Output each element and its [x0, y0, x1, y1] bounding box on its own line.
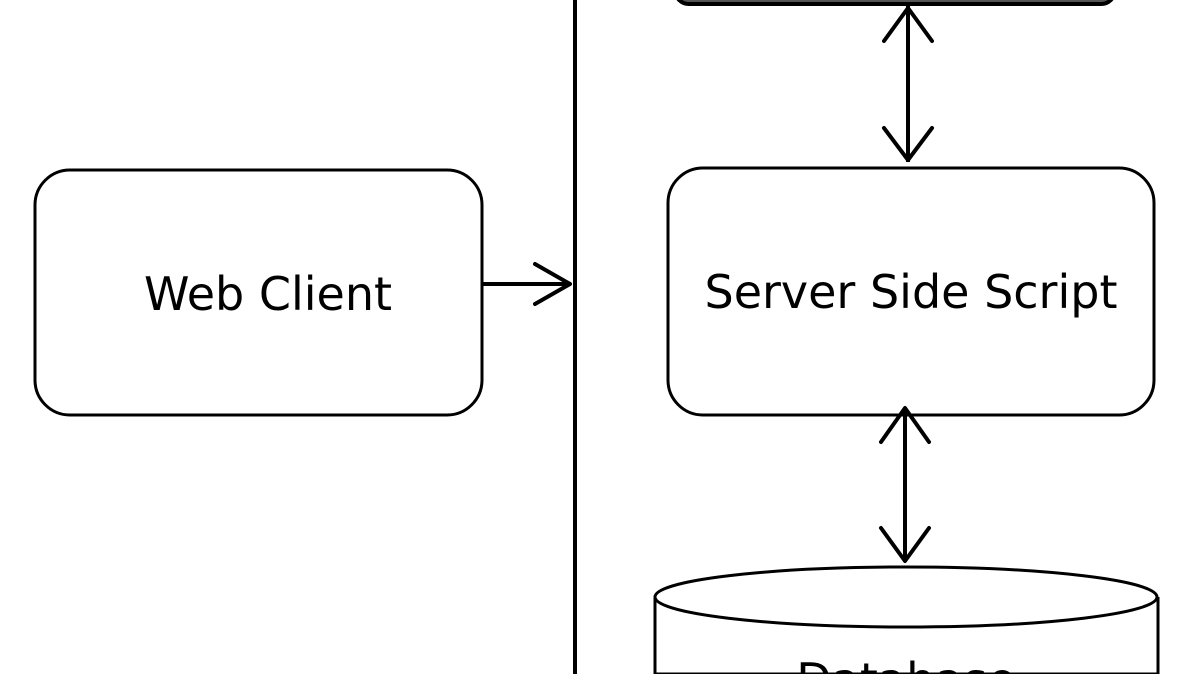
web-client-label: Web Client: [144, 267, 392, 321]
server-side-script-label: Server Side Script: [705, 265, 1118, 319]
database-top: [653, 565, 1159, 629]
database-label: Database: [796, 653, 1016, 674]
web-client-to-server-arrow: [482, 262, 572, 306]
server-side-script-node: Server Side Script: [666, 166, 1156, 417]
database-node: Database: [653, 565, 1160, 674]
web-client-node: Web Client: [33, 168, 484, 417]
script-to-database-double-arrow: [879, 406, 931, 563]
top-cropped-node: [676, 0, 1114, 6]
top-to-script-double-arrow: [882, 6, 934, 162]
